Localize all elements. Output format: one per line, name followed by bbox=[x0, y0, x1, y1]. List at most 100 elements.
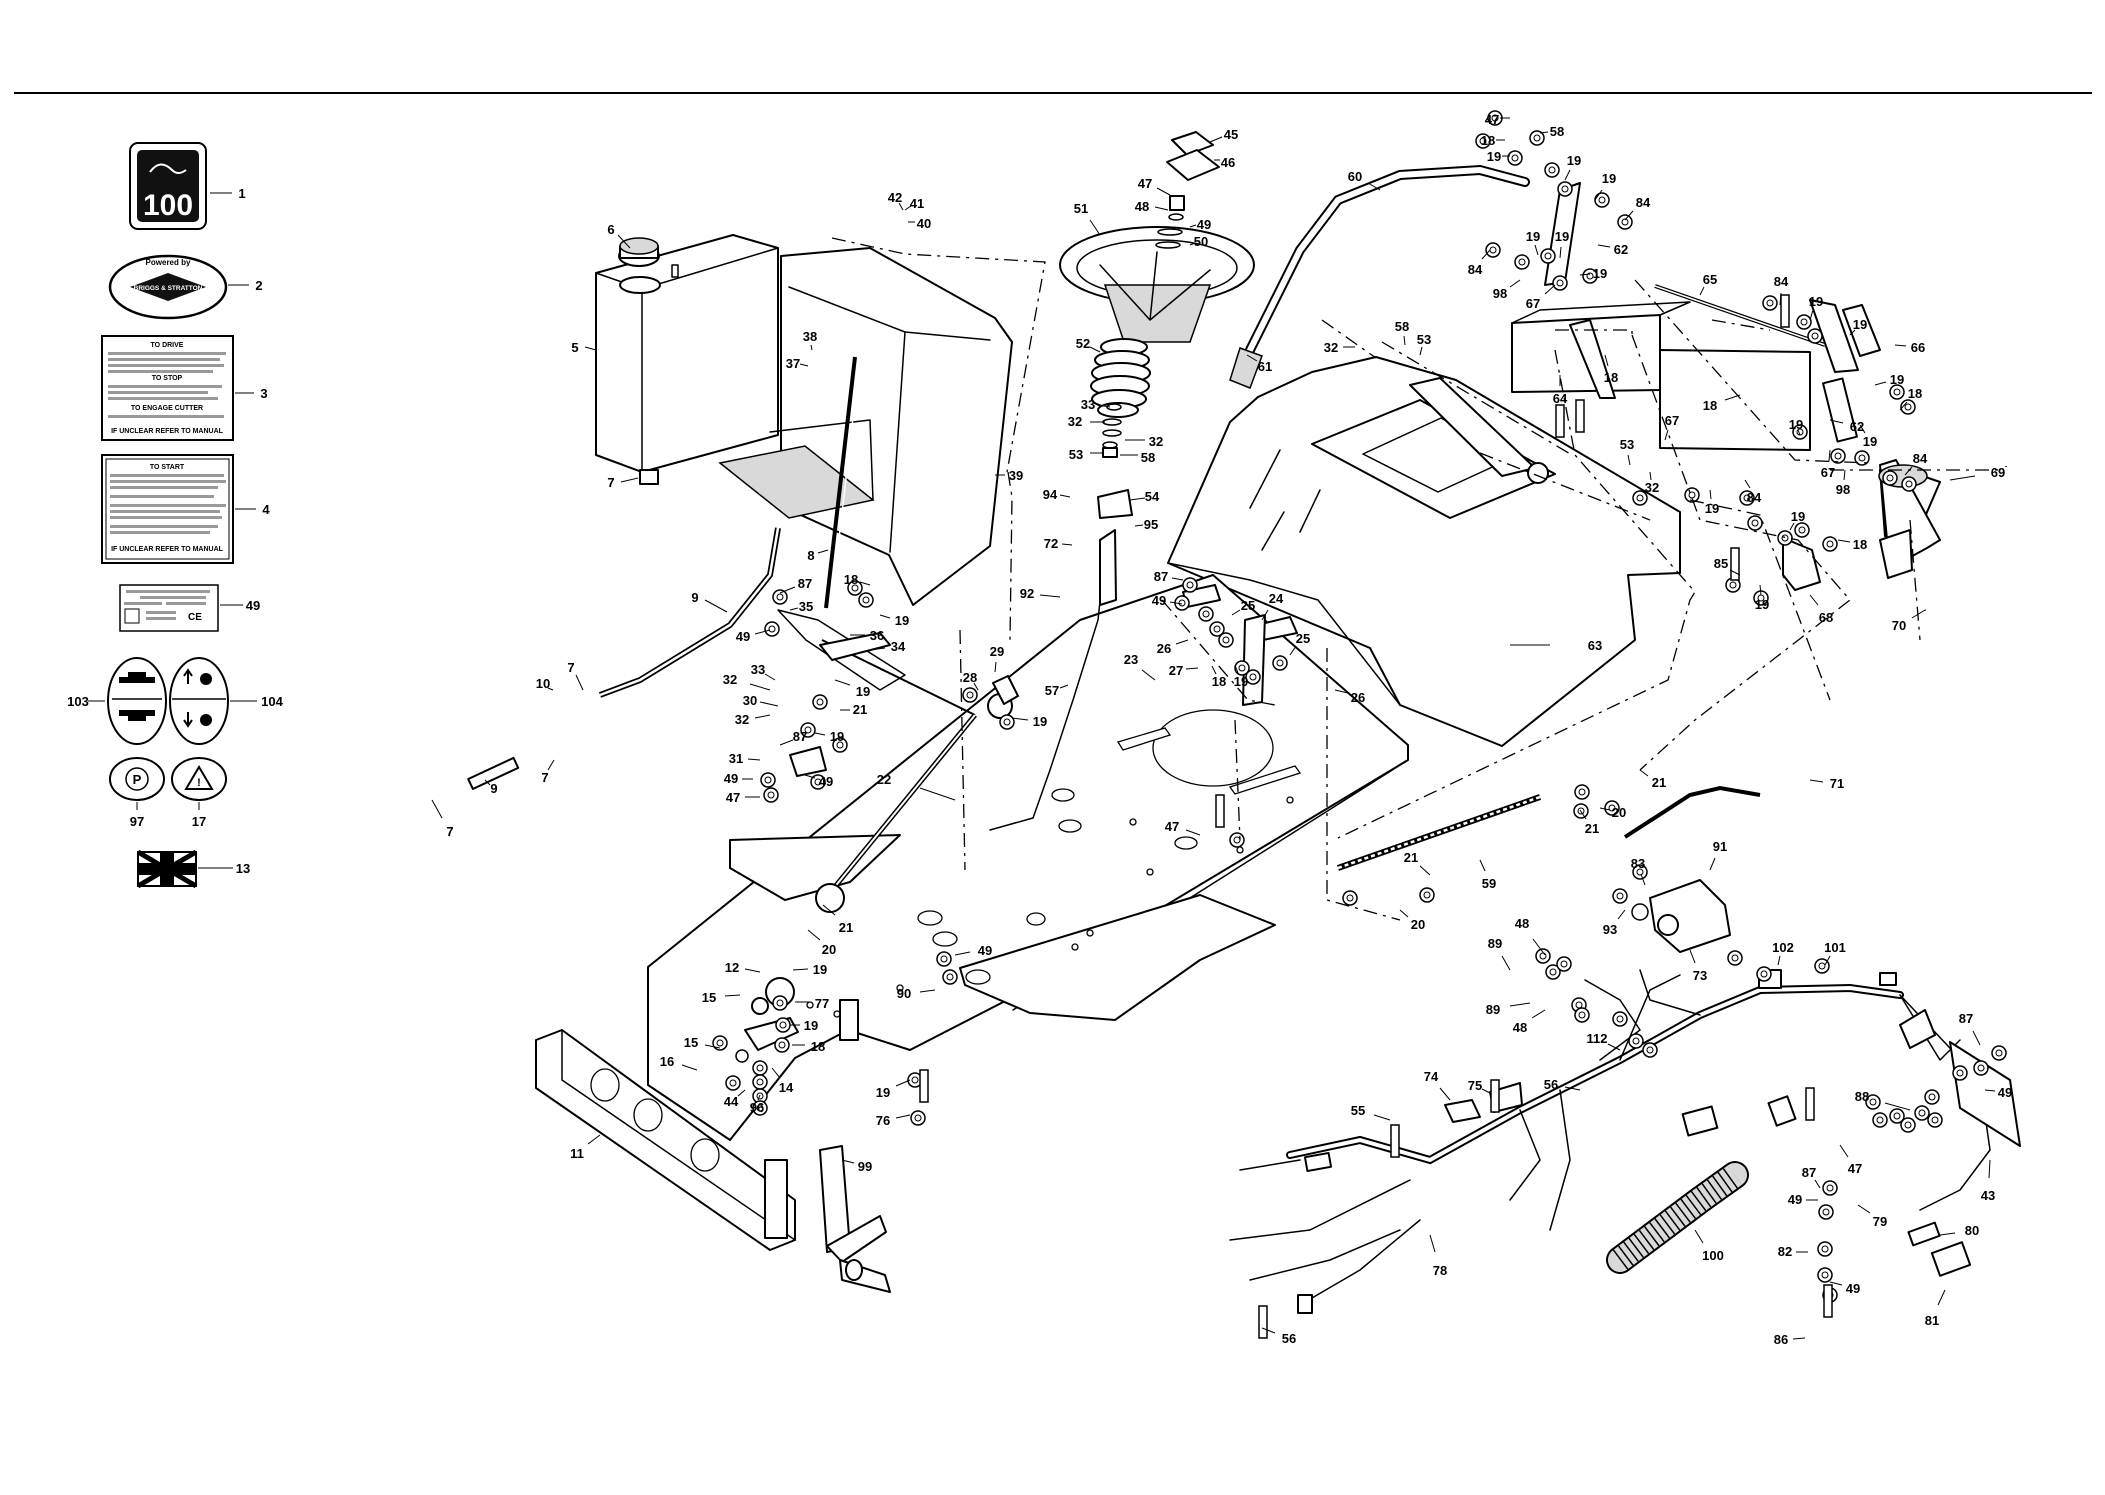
callout-leader bbox=[1709, 489, 1712, 500]
callout-83: 83 bbox=[1631, 856, 1645, 871]
callout-30: 30 bbox=[743, 693, 757, 708]
badge-model-100: 100 bbox=[129, 142, 207, 230]
callout-leader bbox=[919, 787, 956, 801]
bracket-24 bbox=[1242, 614, 1266, 706]
callout-leader bbox=[1399, 909, 1409, 918]
callout-leader bbox=[1154, 206, 1169, 211]
fastener-hole bbox=[1539, 952, 1547, 960]
fastener-hole bbox=[756, 1064, 764, 1072]
callout-leader bbox=[681, 1064, 698, 1071]
callout-49: 49 bbox=[978, 943, 992, 958]
callout-leader bbox=[1699, 286, 1705, 296]
callout-19: 19 bbox=[1755, 597, 1769, 612]
callout-87: 87 bbox=[793, 729, 807, 744]
fastener-hole bbox=[804, 726, 812, 734]
callout-leader bbox=[898, 202, 904, 211]
callout-leader bbox=[484, 779, 491, 786]
callout-99: 99 bbox=[858, 1159, 872, 1174]
callout-leader bbox=[799, 363, 809, 367]
callout-leader bbox=[1261, 1327, 1276, 1334]
callout-leader bbox=[1972, 1030, 1981, 1046]
callout-leader bbox=[744, 968, 761, 973]
callout-67: 67 bbox=[1821, 465, 1835, 480]
callout-33: 33 bbox=[751, 662, 765, 677]
fastener-hole bbox=[1905, 480, 1913, 488]
powered-by-text: Powered by bbox=[146, 258, 191, 267]
callout-16: 16 bbox=[660, 1054, 674, 1069]
callout-89: 89 bbox=[1486, 1002, 1500, 1017]
steering-wheel bbox=[1059, 226, 1255, 343]
fastener-hole bbox=[1766, 299, 1774, 307]
callout-leader bbox=[759, 701, 779, 707]
fastener-hole bbox=[1632, 1037, 1640, 1045]
callout-leader bbox=[779, 739, 794, 746]
fastener-hole bbox=[1834, 452, 1842, 460]
bracket-68 bbox=[1782, 537, 1821, 591]
fastener-hole bbox=[1608, 804, 1616, 812]
callout-26: 26 bbox=[1157, 641, 1171, 656]
fastener-hole bbox=[1800, 318, 1808, 326]
fastener-hole bbox=[940, 955, 948, 963]
fastener-hole bbox=[756, 1078, 764, 1086]
badge-model-number: 100 bbox=[143, 189, 193, 222]
callout-25: 25 bbox=[1241, 598, 1255, 613]
callout-50: 50 bbox=[1194, 234, 1208, 249]
fastener-hole bbox=[1511, 154, 1519, 162]
callout-18: 18 bbox=[1604, 370, 1618, 385]
callout-19: 19 bbox=[1033, 714, 1047, 729]
fuse-holder bbox=[1444, 1099, 1481, 1123]
callout-leader bbox=[1617, 909, 1626, 920]
callout-leader bbox=[1059, 684, 1069, 689]
wiring-harness bbox=[1229, 969, 1991, 1314]
callout-51: 51 bbox=[1074, 201, 1088, 216]
fastener-hole bbox=[776, 999, 784, 1007]
callout-leader bbox=[1597, 244, 1611, 248]
callout-19: 19 bbox=[1890, 372, 1904, 387]
fastener-hole bbox=[1995, 1049, 2003, 1057]
fastener-hole bbox=[1616, 892, 1624, 900]
callout-68: 68 bbox=[1819, 610, 1833, 625]
callout-7: 7 bbox=[541, 770, 548, 785]
callout-leader bbox=[620, 477, 639, 483]
callout-79: 79 bbox=[1873, 1214, 1887, 1229]
callout-leader bbox=[747, 758, 761, 761]
fastener-hole bbox=[778, 1041, 786, 1049]
warning-triangle-symbol: ! bbox=[171, 757, 227, 801]
callout-48: 48 bbox=[1135, 199, 1149, 214]
callout-24: 24 bbox=[1269, 591, 1284, 606]
callout-19: 19 bbox=[1789, 417, 1803, 432]
callout-92: 92 bbox=[1020, 586, 1034, 601]
callout-leader bbox=[1828, 449, 1831, 462]
rear-lift-brackets bbox=[1511, 284, 1881, 451]
fastener-hole bbox=[1760, 970, 1768, 978]
callout-leader bbox=[1097, 404, 1111, 408]
callout-leader bbox=[617, 234, 631, 249]
callout-leader bbox=[724, 994, 741, 997]
fastener-hole bbox=[1616, 1015, 1624, 1023]
fastener-hole bbox=[716, 1039, 724, 1047]
fastener-hole bbox=[816, 698, 824, 706]
callout-70: 70 bbox=[1892, 618, 1906, 633]
fastener-hole bbox=[1893, 1112, 1901, 1120]
callout-leader bbox=[1129, 497, 1146, 501]
callout-leader bbox=[1531, 1009, 1546, 1019]
decal-heading-drive: TO DRIVE bbox=[151, 342, 184, 349]
callout-71: 71 bbox=[1830, 776, 1844, 791]
fastener-hole bbox=[1636, 494, 1644, 502]
callout-48: 48 bbox=[1515, 916, 1529, 931]
fastener-hole bbox=[1826, 540, 1834, 548]
callout-104: 104 bbox=[261, 694, 283, 709]
callout-89: 89 bbox=[1488, 936, 1502, 951]
callout-leader bbox=[1479, 859, 1486, 872]
right-footrest bbox=[959, 894, 1276, 1021]
callout-leader bbox=[587, 1134, 601, 1145]
fastener-hole bbox=[1548, 166, 1556, 174]
callout-leader bbox=[754, 714, 771, 719]
misc-brackets bbox=[789, 489, 1821, 777]
callout-leader bbox=[1564, 1086, 1581, 1091]
callout-leader bbox=[1837, 539, 1851, 543]
callout-leader bbox=[1729, 569, 1741, 576]
shift-lever bbox=[1878, 459, 2009, 612]
fastener-hole bbox=[1977, 1064, 1985, 1072]
callout-leader bbox=[1211, 665, 1217, 675]
